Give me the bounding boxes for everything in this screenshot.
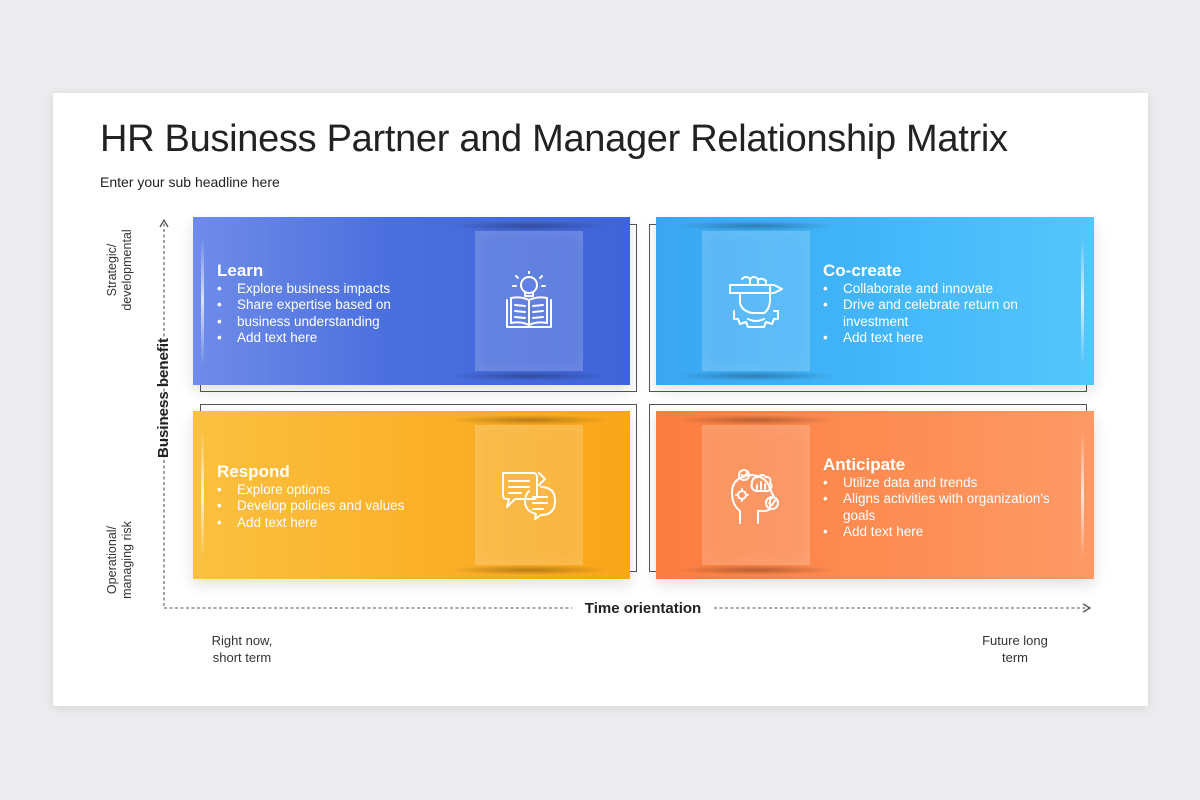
hand-pencil-gear-icon xyxy=(729,276,783,328)
list-item: Collaborate and innovate xyxy=(823,281,1073,298)
learn-icon-panel xyxy=(447,221,611,381)
y-axis-bottom-label: Operational/ managing risk xyxy=(105,521,134,599)
cocreate-title: Co-create xyxy=(823,261,902,280)
lightbulb-book-icon xyxy=(506,271,552,328)
learn-bullets: Explore business impacts Share expertise… xyxy=(217,281,391,346)
quadrant-anticipate: Anticipate Utilize data and trends Align… xyxy=(656,411,1094,579)
chat-bubbles-icon xyxy=(502,472,556,520)
list-item: Add text here xyxy=(217,515,404,532)
page-subtitle: Enter your sub headline here xyxy=(100,174,280,190)
cocreate-icon-panel xyxy=(674,221,838,381)
list-item: Add text here xyxy=(823,330,1073,347)
list-item: Drive and celebrate return on investment xyxy=(823,297,1073,330)
quadrant-cocreate: Co-create Collaborate and innovate Drive… xyxy=(656,217,1094,385)
x-axis-title: Time orientation xyxy=(572,599,714,619)
list-item: business understanding xyxy=(217,314,391,331)
learn-content: Learn Explore business impacts Share exp… xyxy=(217,261,391,346)
cocreate-bullets: Collaborate and innovate Drive and celeb… xyxy=(823,281,1073,346)
respond-title: Respond xyxy=(217,462,290,481)
respond-icon-panel xyxy=(447,415,611,575)
list-item: Utilize data and trends xyxy=(823,475,1073,492)
cocreate-content: Co-create Collaborate and innovate Drive… xyxy=(823,261,1073,346)
y-axis-title: Business benefit xyxy=(155,337,172,459)
list-item: Add text here xyxy=(823,524,1073,541)
y-axis-top-label: Strategic/ developmental xyxy=(105,229,134,311)
list-item: Add text here xyxy=(217,330,391,347)
quadrant-learn: Learn Explore business impacts Share exp… xyxy=(193,217,630,385)
head-analytics-icon xyxy=(731,469,779,524)
respond-bullets: Explore options Develop policies and val… xyxy=(217,482,404,531)
anticipate-content: Anticipate Utilize data and trends Align… xyxy=(823,455,1073,540)
list-item: Share expertise based on xyxy=(217,297,391,314)
list-item: Develop policies and values xyxy=(217,498,404,515)
page-title: HR Business Partner and Manager Relation… xyxy=(100,118,1008,160)
anticipate-bullets: Utilize data and trends Aligns activitie… xyxy=(823,475,1073,540)
x-axis-right-label: Future long term xyxy=(982,633,1048,665)
list-item: Explore options xyxy=(217,482,404,499)
learn-title: Learn xyxy=(217,261,264,280)
x-axis-left-label: Right now, short term xyxy=(211,633,273,665)
list-item: Explore business impacts xyxy=(217,281,391,298)
quadrant-respond: Respond Explore options Develop policies… xyxy=(193,411,630,579)
anticipate-icon-panel xyxy=(674,415,838,575)
list-item: Aligns activities with organization's go… xyxy=(823,491,1073,524)
anticipate-title: Anticipate xyxy=(823,455,906,474)
respond-content: Respond Explore options Develop policies… xyxy=(217,462,404,531)
